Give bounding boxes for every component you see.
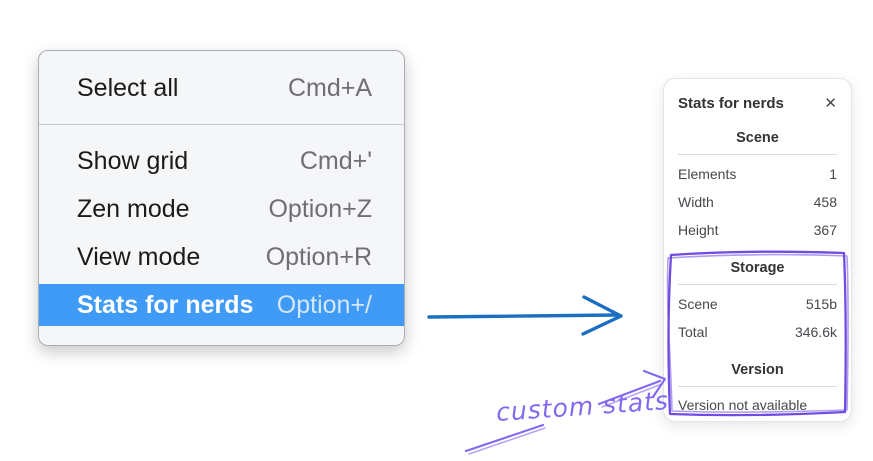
menu-item-shortcut: Option+R (265, 242, 372, 271)
menu-item-shortcut: Option+Z (268, 194, 372, 223)
custom-stats-label: custom stats (495, 386, 670, 427)
stat-value: 515b (805, 296, 837, 312)
section-heading: Scene (736, 130, 779, 146)
stat-row-height: Height 367 (678, 216, 837, 244)
menu-item-label: View mode (77, 242, 201, 271)
version-note: Version not available (678, 397, 808, 413)
menu-divider (39, 124, 404, 125)
section-divider (678, 154, 837, 155)
stat-value: 1 (829, 166, 837, 182)
menu-item-show-grid[interactable]: Show grid Cmd+' (39, 137, 404, 185)
stats-section-version: Version Version not available (678, 362, 837, 417)
menu-item-stats-for-nerds[interactable]: Stats for nerds Option+/ (39, 284, 404, 326)
stats-section-scene: Scene Elements 1 Width 458 Height 367 (678, 130, 837, 244)
menu-item-zen-mode[interactable]: Zen mode Option+Z (39, 185, 404, 233)
menu-item-label: Select all (77, 73, 179, 102)
stats-panel: Stats for nerds ✕ Scene Elements 1 Width… (663, 78, 852, 422)
section-divider (678, 284, 837, 285)
menu-item-view-mode[interactable]: View mode Option+R (39, 233, 404, 281)
section-divider (678, 386, 837, 387)
stat-value: 346.6k (794, 324, 837, 340)
menu-item-shortcut: Cmd+' (299, 146, 372, 175)
menu-item-shortcut: Option+/ (276, 290, 372, 319)
stat-label: Width (678, 194, 714, 210)
stats-section-storage: Storage Scene 515b Total 346.6k (678, 260, 837, 346)
stats-panel-header: Stats for nerds ✕ (678, 92, 837, 114)
stat-value: 458 (813, 194, 837, 210)
menu-item-label: Stats for nerds (77, 290, 254, 319)
menu-item-label: Show grid (77, 146, 189, 175)
stat-label: Scene (678, 296, 718, 312)
context-menu: Select all Cmd+A Show grid Cmd+' Zen mod… (38, 50, 405, 346)
menu-item-select-all[interactable]: Select all Cmd+A (39, 64, 404, 112)
stat-label: Height (678, 222, 719, 238)
stat-value: 367 (813, 222, 837, 238)
close-icon[interactable]: ✕ (824, 94, 837, 112)
menu-item-shortcut: Cmd+A (287, 73, 372, 102)
stat-row-scene-size: Scene 515b (678, 290, 837, 318)
stat-row-width: Width 458 (678, 188, 837, 216)
stat-label: Total (678, 324, 708, 340)
stats-panel-title: Stats for nerds (678, 94, 784, 112)
section-heading: Storage (730, 260, 785, 276)
stat-label: Elements (678, 166, 737, 182)
menu-item-label: Zen mode (77, 194, 190, 223)
blue-arrow (427, 295, 623, 336)
section-heading: Version (731, 362, 784, 378)
stat-row-total-size: Total 346.6k (678, 318, 837, 346)
stat-row-elements: Elements 1 (678, 160, 837, 188)
